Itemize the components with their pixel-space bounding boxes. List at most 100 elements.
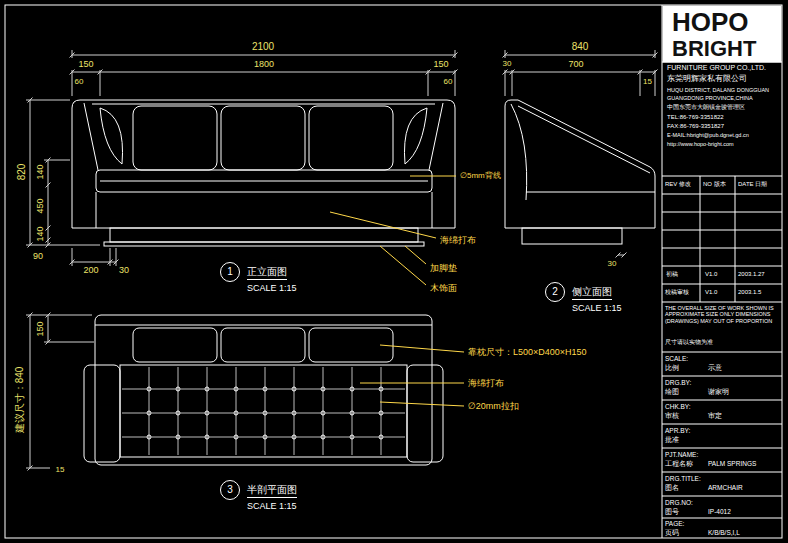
extension-line	[655, 50, 656, 58]
title-block-line	[662, 352, 782, 353]
sofa-outline	[92, 104, 435, 105]
leader-line	[330, 212, 436, 238]
dimension-tick	[616, 253, 621, 258]
piping-line	[100, 181, 428, 182]
dimension-text: 30	[503, 59, 512, 68]
logo-panel	[663, 6, 781, 62]
extension-line	[72, 70, 73, 96]
title-block-text: DRG.TITLE:	[665, 475, 701, 482]
title-block-text: DATE 日期	[738, 181, 767, 188]
dimension-line	[72, 55, 455, 56]
title-block-text: NO 版本	[703, 181, 726, 188]
title-block-text: 审核	[665, 412, 679, 419]
dimension-tick	[46, 238, 51, 243]
arm-front	[96, 192, 97, 228]
title-block-line	[662, 424, 782, 425]
logo-text: HOPO	[672, 8, 749, 38]
sofa-outline	[72, 100, 455, 228]
extension-line	[116, 248, 117, 266]
callout-text: 木饰面	[430, 283, 457, 293]
arm-pillow	[100, 108, 123, 164]
dimension-line	[30, 100, 31, 245]
callout-text: 加脚垫	[430, 263, 457, 273]
title-block-text: K/B/B/S,I,L	[708, 529, 740, 536]
dimension-text: 15	[643, 77, 652, 86]
extension-line	[100, 70, 101, 96]
wood-base	[104, 242, 424, 246]
dimension-tick	[622, 253, 627, 258]
title-block-text: 绘图	[665, 388, 679, 395]
title-block-text: 中国东莞市大朗镇金骏管理区	[667, 104, 745, 111]
title-block-line	[662, 302, 782, 303]
back-pillow	[221, 328, 305, 362]
tufting-line	[122, 413, 405, 414]
arm-outline	[84, 365, 120, 462]
title-block-text: IP-4012	[708, 508, 731, 515]
dimension-text: 150	[35, 321, 45, 336]
dimension-line	[30, 315, 31, 468]
title-block-text: 2003.1.27	[738, 271, 765, 278]
view-marker: 3半剖平面图SCALE 1:15	[220, 480, 240, 500]
title-block-text: V1.0	[705, 271, 717, 278]
extension-line	[455, 70, 456, 96]
extension-line	[110, 248, 111, 266]
title-block-text: REV 修改	[665, 181, 691, 188]
title-block-text: PJT.NAME:	[665, 451, 698, 458]
dimension-text: 840	[572, 41, 589, 53]
title-block-text: 校稿审核	[665, 289, 689, 296]
logo-text: BRIGHT	[672, 36, 756, 61]
view-title: 正立面图	[247, 266, 287, 280]
title-block-text: HUQU DISTRICT, DALANG DONGGUAN	[667, 87, 769, 93]
title-block-line	[662, 176, 782, 177]
leader-line	[380, 345, 464, 352]
title-block-text: 图名	[665, 484, 679, 491]
leader-line	[405, 246, 426, 264]
title-block-line	[662, 62, 782, 63]
seat-outline	[120, 365, 407, 457]
plinth	[110, 228, 418, 242]
extension-line	[428, 70, 429, 96]
tufting-line	[122, 437, 405, 438]
title-block-line	[662, 376, 782, 377]
leader-line	[360, 383, 464, 384]
sofa-outline	[505, 100, 655, 228]
dimension-text: 30	[119, 265, 129, 275]
extension-line	[26, 315, 92, 316]
extension-line	[44, 160, 70, 161]
dimension-text: 1800	[254, 59, 274, 69]
title-block-text: 批准	[665, 436, 679, 443]
seat-band	[96, 170, 432, 192]
dimension-tick	[46, 226, 51, 231]
title-block-text: 东莞明辉家私有限公司	[667, 74, 747, 83]
scale-text: SCALE 1:15	[247, 501, 297, 511]
dimension-line	[505, 72, 655, 73]
extension-line	[505, 50, 506, 58]
title-block-text: SCALE:	[665, 355, 688, 362]
title-block-text: 谢家明	[708, 388, 729, 395]
title-block-line	[662, 400, 782, 401]
title-block-line	[662, 472, 782, 473]
sofa-outline	[95, 315, 432, 465]
leader-line	[410, 176, 456, 177]
dimension-text: 60	[75, 77, 84, 86]
dimension-text: 200	[83, 265, 98, 275]
title-block-line	[735, 176, 736, 302]
sheet-border	[5, 5, 782, 538]
arm-front	[432, 192, 433, 228]
extension-line	[26, 468, 50, 469]
callout-text: ∅20mm拉扣	[468, 401, 519, 411]
title-block-text: FURNITURE GROUP CO.,LTD.	[667, 64, 766, 72]
arm-outline	[407, 365, 443, 462]
dimension-text: 15	[56, 465, 65, 474]
extension-line	[72, 50, 73, 58]
scale-text: SCALE 1:15	[247, 283, 297, 293]
title-block-text: PAGE:	[665, 520, 684, 527]
title-block-text: TEL:86-769-3351822	[667, 114, 724, 121]
dimension-line	[505, 55, 655, 56]
title-block-line	[662, 194, 782, 195]
dimension-text: 700	[568, 59, 583, 69]
back-cushion	[309, 106, 393, 170]
title-block-text: V1.0	[705, 289, 717, 296]
leader-line	[380, 402, 464, 406]
arm-line	[429, 103, 443, 170]
